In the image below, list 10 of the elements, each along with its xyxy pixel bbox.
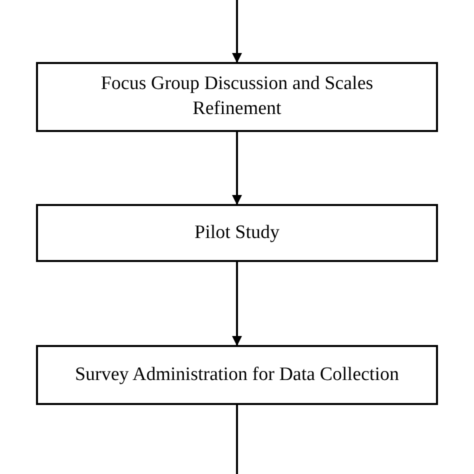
arrow xyxy=(232,262,242,346)
box-label: Survey Administration for Data Collection xyxy=(74,362,399,387)
process-box xyxy=(36,204,438,262)
arrow xyxy=(232,132,242,205)
box-label: Focus Group Discussion and Scales Refinement xyxy=(100,72,374,121)
process-box xyxy=(36,345,438,405)
box-label: Pilot Study xyxy=(194,220,280,245)
arrow xyxy=(232,0,242,63)
process-box xyxy=(36,62,438,132)
connector-line xyxy=(236,405,238,474)
